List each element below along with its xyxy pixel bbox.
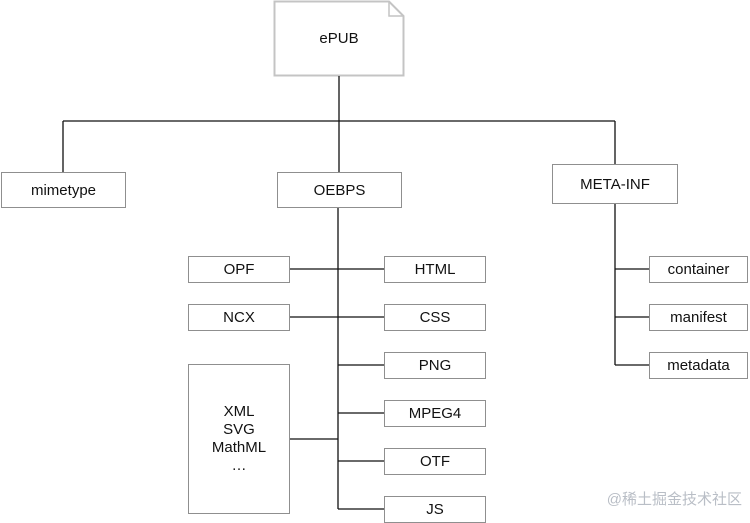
format-ellipsis: …	[231, 457, 247, 474]
node-meta-inf: META-INF	[552, 164, 678, 204]
format-xml: XML	[223, 403, 255, 420]
node-container: container	[649, 256, 748, 283]
node-otf: OTF	[384, 448, 486, 475]
node-mimetype: mimetype	[1, 172, 126, 208]
node-mpeg4: MPEG4	[384, 400, 486, 427]
node-png: PNG	[384, 352, 486, 379]
root-folded-corner	[388, 1, 404, 17]
node-html: HTML	[384, 256, 486, 283]
root-node-epub: ePUB	[319, 29, 359, 47]
node-oebps: OEBPS	[277, 172, 402, 208]
node-opf: OPF	[188, 256, 290, 283]
node-css: CSS	[384, 304, 486, 331]
node-other-formats: XML SVG MathML …	[188, 364, 290, 514]
format-mathml: MathML	[211, 439, 267, 456]
format-svg: SVG	[223, 421, 255, 438]
root-document-shape	[273, 0, 405, 77]
node-manifest: manifest	[649, 304, 748, 331]
node-metadata: metadata	[649, 352, 748, 379]
node-ncx: NCX	[188, 304, 290, 331]
watermark-text: @稀土掘金技术社区	[606, 491, 742, 508]
node-js: JS	[384, 496, 486, 523]
